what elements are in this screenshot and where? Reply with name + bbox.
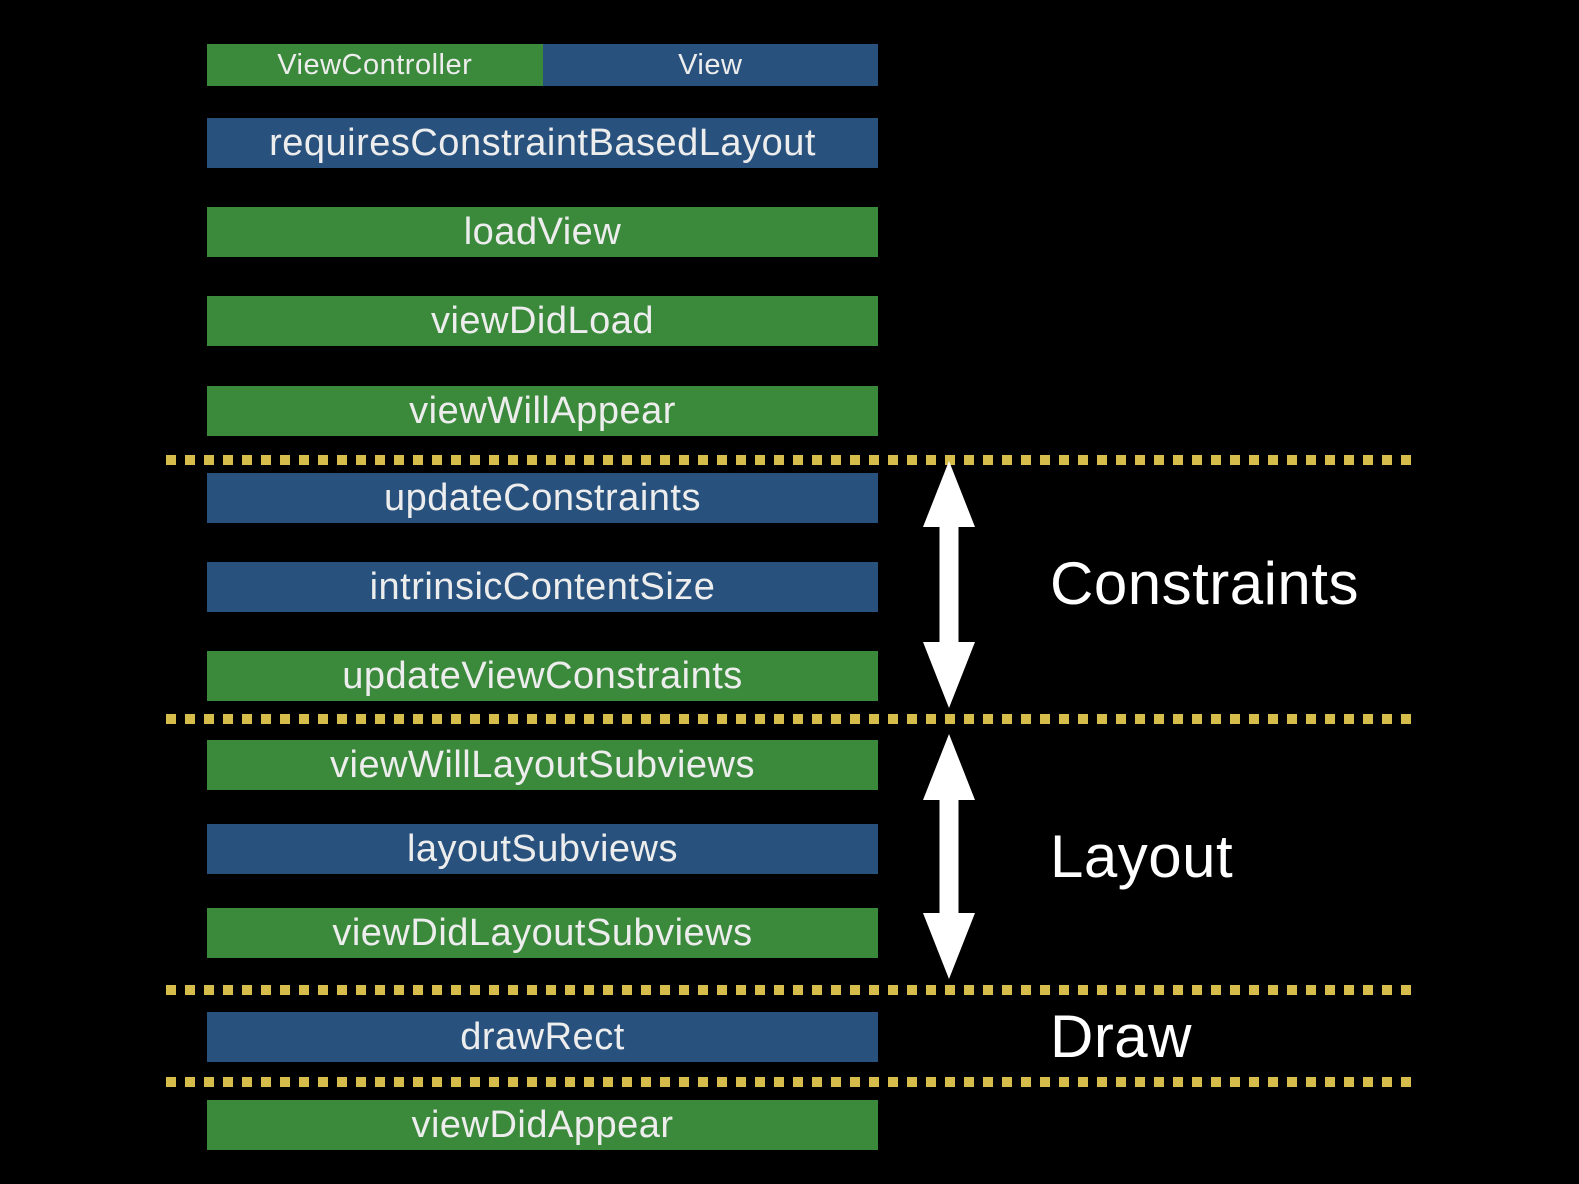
lifecycle-bar-requiresConstraintBasedLayout: requiresConstraintBasedLayout (207, 118, 878, 168)
section-label-constraints: Constraints (1050, 550, 1359, 617)
double-arrow-constraints (923, 461, 975, 708)
lifecycle-bar-viewWillAppear: viewWillAppear (207, 386, 878, 436)
lifecycle-bar-updateViewConstraints: updateViewConstraints (207, 651, 878, 701)
lifecycle-bar-updateConstraints: updateConstraints (207, 473, 878, 523)
section-label-layout: Layout (1050, 823, 1234, 890)
section-divider-2 (166, 714, 1420, 724)
section-divider-3 (166, 985, 1420, 995)
legend-view: View (542, 44, 878, 86)
section-divider-4 (166, 1077, 1420, 1087)
section-divider-1 (166, 455, 1420, 465)
double-arrow-layout (923, 734, 975, 979)
lifecycle-bar-viewDidLoad: viewDidLoad (207, 296, 878, 346)
lifecycle-bar-viewDidAppear: viewDidAppear (207, 1100, 878, 1150)
lifecycle-bar-viewWillLayoutSubviews: viewWillLayoutSubviews (207, 740, 878, 790)
legend-viewcontroller: ViewController (207, 44, 543, 86)
lifecycle-bar-intrinsicContentSize: intrinsicContentSize (207, 562, 878, 612)
lifecycle-bar-layoutSubviews: layoutSubviews (207, 824, 878, 874)
legend: ViewController View (207, 44, 878, 86)
lifecycle-bar-drawRect: drawRect (207, 1012, 878, 1062)
lifecycle-bar-viewDidLayoutSubviews: viewDidLayoutSubviews (207, 908, 878, 958)
lifecycle-bar-loadView: loadView (207, 207, 878, 257)
section-label-draw: Draw (1050, 1003, 1193, 1070)
